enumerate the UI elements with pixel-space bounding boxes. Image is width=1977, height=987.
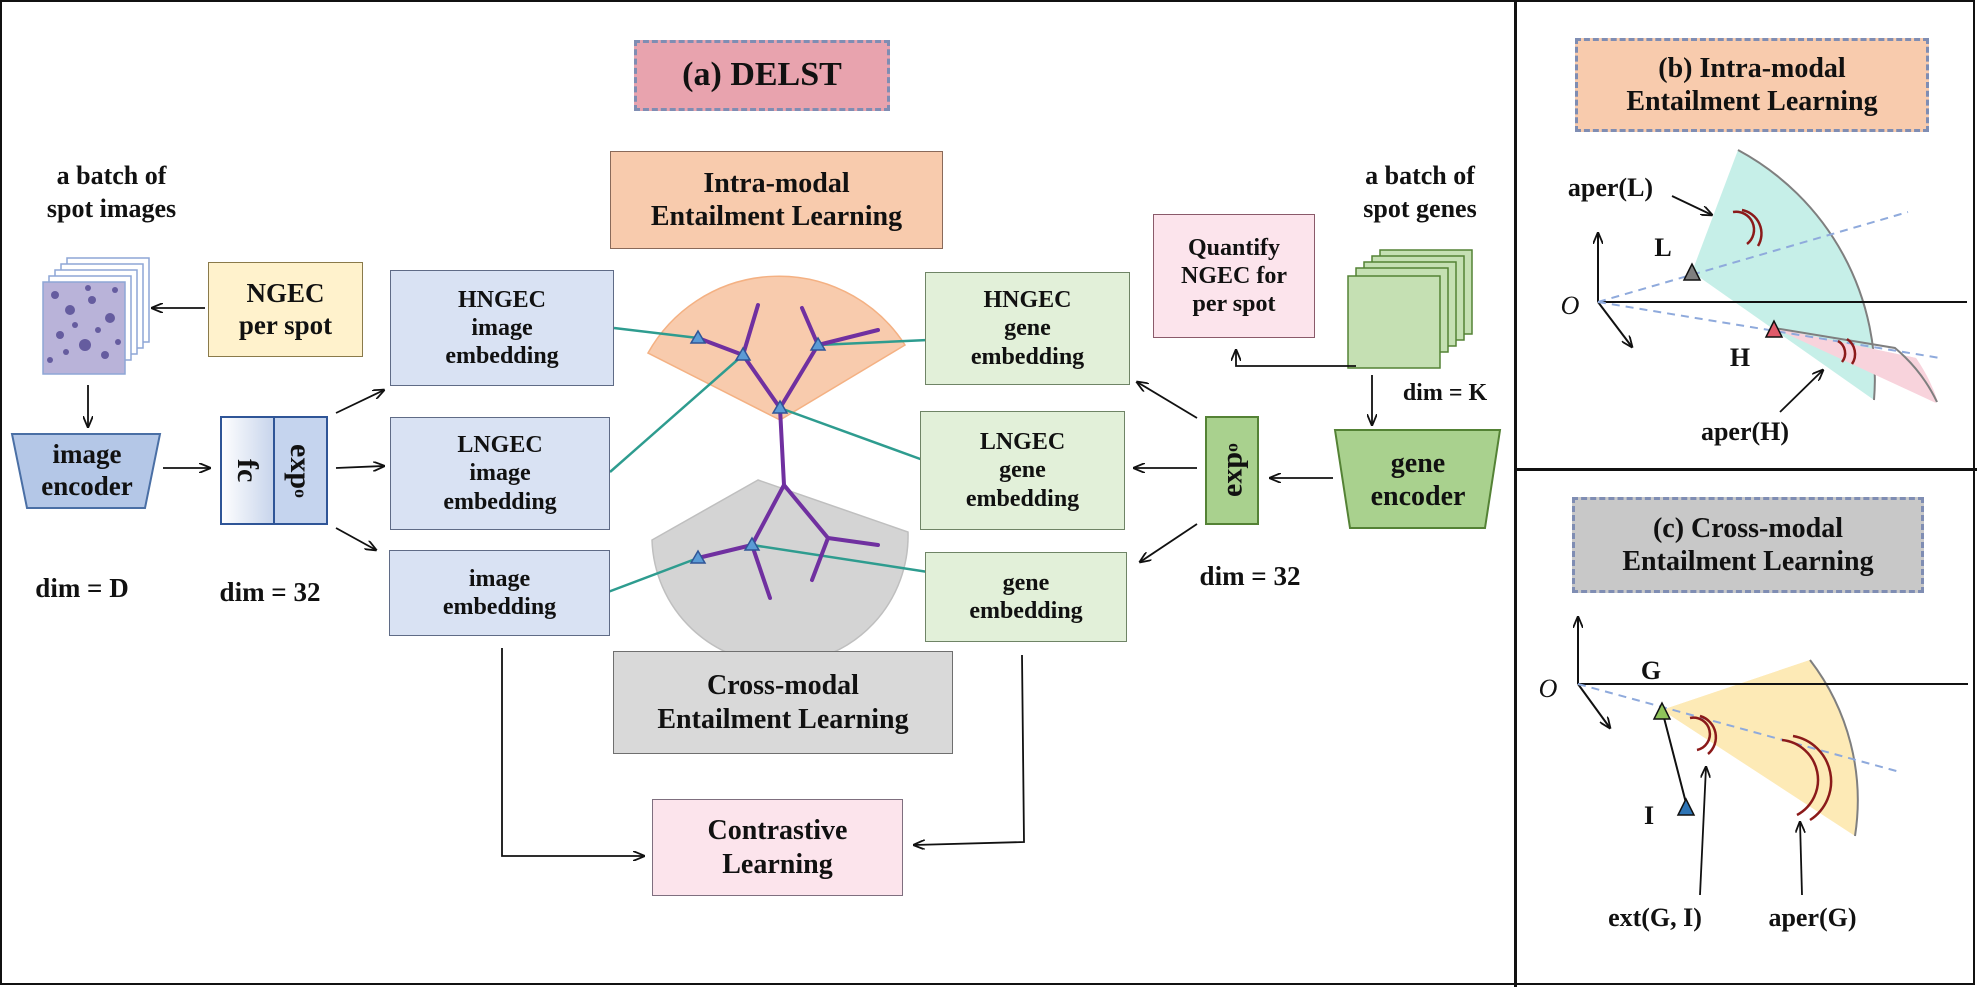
cross-modal-box: Cross-modal Entailment Learning — [613, 651, 953, 754]
tree-nodes — [689, 329, 827, 564]
panel-c-title: (c) Cross-modal Entailment Learning — [1572, 497, 1924, 593]
aper-h-label: aper(H) — [1700, 417, 1790, 446]
gene-encoder-shape — [1333, 429, 1502, 529]
origin-label-c: O — [1538, 674, 1558, 703]
dim-32-right-label: dim = 32 — [1199, 561, 1301, 591]
panel-c-graphics — [1578, 617, 1968, 896]
origin-label-b: O — [1560, 291, 1580, 320]
panel-divider-horizontal — [1514, 468, 1977, 471]
contrastive-learning-box: Contrastive Learning — [652, 799, 903, 896]
batch-images-label: a batch of spot images — [46, 161, 177, 223]
gene-encoder-label: gene encoder — [1370, 447, 1466, 512]
panel-b-title: (b) Intra-modal Entailment Learning — [1575, 38, 1929, 132]
spot-gene-stack — [1347, 249, 1473, 369]
panel-divider-vertical — [1514, 0, 1517, 987]
point-l-label: L — [1654, 233, 1672, 262]
lngec-image-embedding: LNGEC image embedding — [390, 417, 610, 530]
spot-image-stack — [42, 257, 150, 375]
cross-modal-sector — [651, 479, 909, 665]
dim-k-label: dim = K — [1402, 380, 1488, 406]
hngec-gene-embedding: HNGEC gene embedding — [925, 272, 1130, 385]
aper-g-label: aper(G) — [1768, 903, 1857, 932]
intra-modal-box: Intra-modal Entailment Learning — [610, 151, 943, 249]
intra-modal-sector — [646, 275, 907, 421]
embedding-links — [607, 326, 929, 594]
quantify-ngec-box: Quantify NGEC for per spot — [1153, 214, 1315, 338]
exp-o-block — [1205, 416, 1259, 525]
hyperbolic-tree — [696, 303, 880, 600]
flow-arrows — [88, 308, 1372, 856]
image-encoder-shape — [10, 433, 162, 509]
hngec-image-embedding: HNGEC image embedding — [390, 270, 614, 386]
image-embedding: image embedding — [389, 550, 610, 636]
fc-label: fc — [231, 458, 265, 483]
image-encoder-label: image encoder — [41, 439, 133, 501]
point-h-label: H — [1729, 343, 1751, 372]
dim-d-label: dim = D — [35, 573, 129, 603]
aper-l-label: aper(L) — [1567, 173, 1654, 202]
point-i-label: I — [1643, 801, 1655, 830]
panel-b-graphics — [1598, 149, 1967, 413]
ngec-per-spot-box: NGEC per spot — [208, 262, 363, 357]
dim-32-left-label: dim = 32 — [219, 577, 321, 607]
lngec-gene-embedding: LNGEC gene embedding — [920, 411, 1125, 530]
panel-a-title: (a) DELST — [634, 40, 890, 111]
gene-embedding: gene embedding — [925, 552, 1127, 642]
ext-gi-label: ext(G, I) — [1608, 903, 1702, 932]
batch-genes-label: a batch of spot genes — [1363, 161, 1477, 223]
point-g-label: G — [1640, 656, 1662, 685]
